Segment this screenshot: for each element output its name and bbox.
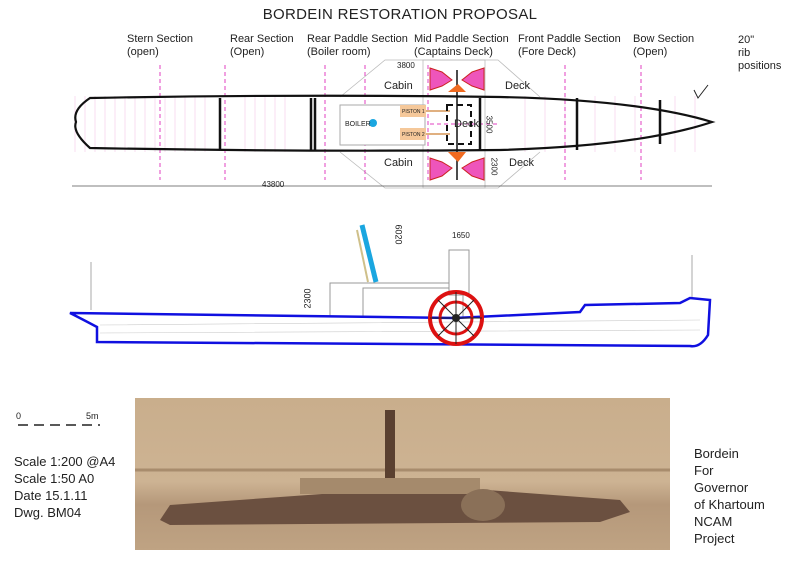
hull-plan [74, 94, 716, 152]
funnel-dimension: 6020 [393, 224, 404, 245]
section-label-rear: Rear Section(Open) [230, 33, 294, 58]
side-elevation [69, 224, 712, 348]
scale-bar-end: 5m [86, 411, 99, 421]
cabin-label-bottom: Cabin [384, 157, 413, 169]
historic-photo [135, 398, 670, 550]
boiler-icon [369, 119, 377, 127]
sponson-dimension: 2300 [489, 157, 499, 176]
section-label-rear-paddle: Rear Paddle Section(Boiler room) [307, 33, 408, 58]
deck-hatch [446, 104, 472, 145]
cabin-height-dimension: 2300 [302, 288, 313, 309]
wheelhouse-dimension: 1650 [452, 231, 470, 240]
section-label-stern: Stern Section(open) [127, 33, 194, 58]
section-label-bow: Bow Section(Open) [633, 33, 695, 58]
beam-dimension: 3500 [484, 115, 494, 134]
scale-bar-start: 0 [16, 411, 22, 421]
length-dimension-label: 43800 [262, 180, 285, 189]
paddle-wheel [428, 290, 484, 346]
section-dividers [159, 65, 642, 180]
piston-1-label: PISTON 1 [402, 109, 425, 115]
wheelhouse [448, 249, 470, 296]
deck-label-bottom: Deck [509, 157, 535, 169]
mast [356, 229, 369, 283]
piston-2 [400, 128, 426, 140]
section-label-front-paddle: Front Paddle Section(Fore Deck) [518, 33, 621, 58]
rib-arrow [693, 84, 709, 99]
page-title: BORDEIN RESTORATION PROPOSAL [262, 6, 538, 23]
piston-2-label: PISTON 2 [402, 132, 425, 138]
piston-1 [400, 105, 426, 117]
funnel [359, 224, 379, 283]
paddle-width-dimension: 3800 [397, 61, 415, 70]
cabin-label-top: Cabin [384, 80, 413, 92]
hull-profile [69, 296, 712, 348]
deck-label-mid: Deck [454, 118, 480, 130]
paddle-boxes-plan [429, 67, 485, 181]
boiler-label: BOILER [345, 121, 371, 128]
section-label-mid-paddle: Mid Paddle Section(Captains Deck) [414, 33, 509, 58]
deck-label-top: Deck [505, 80, 531, 92]
